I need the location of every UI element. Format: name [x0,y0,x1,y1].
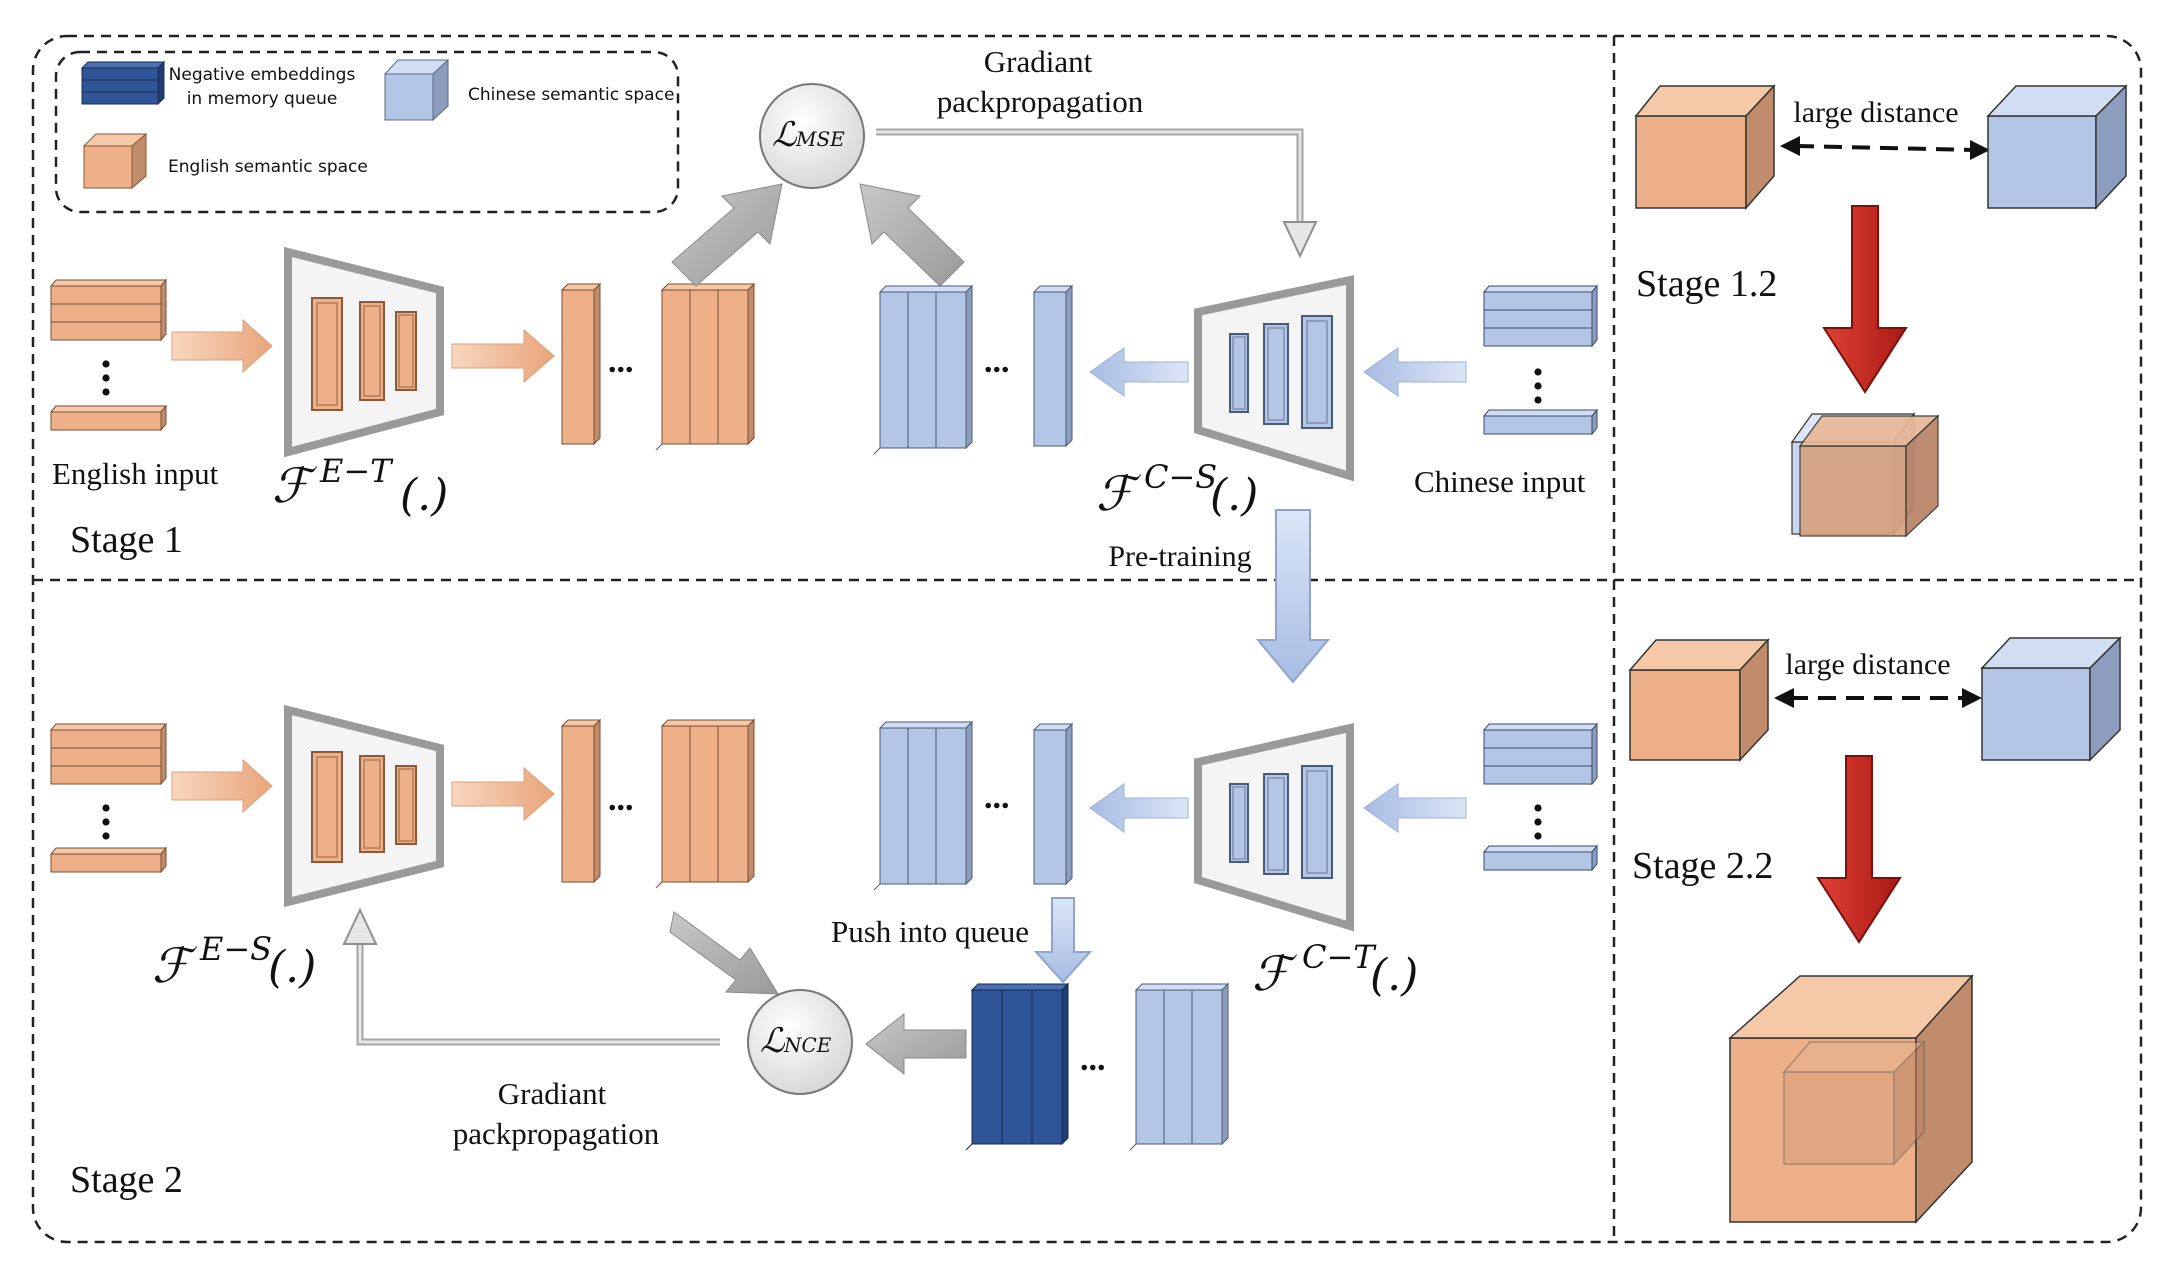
svg-text:E−S: E−S [199,930,272,968]
svg-text:ℒ: ℒ [772,115,798,155]
queue-blue-stack [1129,982,1230,1151]
chinese-input-label: Chinese input [1414,464,1586,499]
ellipsis-orange-stage2: ... [608,781,634,818]
arrow-encoder-to-embedding-cs [1089,347,1189,397]
chinese-embedding-single-stage1 [1032,284,1074,448]
svg-text:(.): (.) [400,470,448,521]
english-embedding-stack-stage1 [655,282,756,451]
english-embedding-single-stage1 [560,282,602,446]
arrow-encoder-to-embedding-ct [1089,783,1189,833]
chinese-embedding-stack-stage2 [873,720,974,891]
arrow-chinese-to-encoder-stage2 [1363,783,1467,833]
stage2-label: Stage 2 [70,1159,183,1201]
ellipsis-orange-stage1: ... [608,343,634,380]
chinese-input-stack-stage1 [1482,284,1599,436]
svg-text:MSE: MSE [795,127,845,151]
stage22-inner-chinese-cube [1782,1040,1926,1166]
english-embedding-stack-stage2 [655,718,756,889]
stage12-english-cube [1634,84,1776,210]
chinese-embedding-stack-stage1 [873,284,974,455]
svg-text:(.): (.) [1210,470,1258,521]
ellipsis-queue: ... [1080,1041,1106,1078]
large-distance-label-stage2: large distance [1785,648,1950,681]
gradient-bottom-line1: Gradiant [498,1076,607,1111]
arrow-encoder-to-embedding-stage1 [451,328,555,384]
chinese-space-legend-icon [383,58,450,122]
encoder-cs [1194,275,1354,482]
f-ct-label: ℱ C−T (.) [1252,938,1418,1002]
english-embedding-single-stage2 [560,718,602,884]
svg-text:ℱ: ℱ [272,458,318,514]
gradient-bottom-line2: packpropagation [453,1116,660,1151]
legend-chinese-label: Chinese semantic space [468,85,674,105]
stage22-chinese-cube [1980,636,2122,762]
arrow-english-to-mse [671,183,783,287]
ellipsis-blue-stage2: ... [984,779,1010,816]
encoder-es [284,704,444,908]
gradient-arrow-bottom [356,940,720,1046]
gradient-arrow-top [876,128,1304,226]
svg-text:ℱ: ℱ [1252,946,1298,1002]
f-es-label: ℱ E−S (.) [152,930,316,994]
stage12-red-arrow [1822,205,1908,394]
svg-text:C−S: C−S [1144,458,1217,496]
svg-text:(.): (.) [268,942,316,993]
negative-queue-stack [965,982,1070,1151]
arrow-english-to-encoder-stage2 [171,758,273,814]
gradient-arrow-bottom-head [342,907,378,945]
mse-loss-node: ℒ MSE [759,83,865,189]
svg-text:E−T: E−T [319,452,394,490]
outer-frame [31,34,2143,1244]
f-cs-label: ℱ C−S (.) [1096,458,1258,522]
stage22-red-arrow [1816,755,1902,944]
arrow-encoder-to-embedding-stage2 [451,766,555,822]
english-input-stack-stage2 [49,722,168,874]
stage12-label: Stage 1.2 [1636,263,1777,305]
arrow-english-to-nce [669,911,779,995]
large-distance-arrow-stage2 [1774,688,1982,708]
legend-negative-line1: Negative embeddings [169,65,356,85]
english-space-legend-icon [82,132,148,190]
legend-negative-line2: in memory queue [187,89,338,109]
large-distance-arrow-stage1 [1780,136,1990,160]
arrow-queue-to-nce [865,1012,967,1076]
svg-text:C−T: C−T [1302,938,1377,976]
f-et-label: ℱ E−T (.) [272,452,448,521]
svg-text:ℒ: ℒ [760,1021,786,1061]
english-input-label: English input [52,456,219,491]
stage22-english-cube [1628,638,1770,762]
legend: Negative embeddings in memory queue Chin… [54,50,680,214]
chinese-input-stack-stage2 [1482,722,1599,872]
negative-embedding-legend-icon [80,60,166,106]
stage22-label: Stage 2.2 [1632,845,1773,887]
stage1-label: Stage 1 [70,519,183,561]
gradient-top-line2: packpropagation [937,84,1144,119]
svg-text:ℱ: ℱ [1096,466,1142,522]
pretraining-arrow [1255,509,1331,684]
ellipsis-blue-stage1: ... [984,343,1010,380]
nce-loss-node: ℒ NCE [747,989,853,1095]
svg-text:NCE: NCE [783,1033,832,1057]
arrow-chinese-to-encoder-stage1 [1363,347,1467,397]
legend-box [54,50,680,214]
legend-english-label: English semantic space [168,157,368,177]
chinese-embedding-single-stage2 [1032,722,1074,886]
gradient-top-line1: Gradiant [984,44,1093,79]
push-queue-label: Push into queue [831,914,1029,949]
english-input-stack-stage1 [49,278,168,432]
encoder-ct [1194,723,1354,932]
stage12-chinese-cube [1986,84,2128,210]
arrow-chinese-to-mse [859,183,965,287]
svg-text:ℱ: ℱ [152,938,198,994]
arrow-english-to-encoder-stage1 [171,318,273,374]
push-queue-arrow [1033,897,1093,984]
large-distance-label-stage1: large distance [1793,96,1958,129]
encoder-et [284,246,444,458]
svg-text:(.): (.) [1370,950,1418,1001]
gradient-arrow-top-head [1282,221,1318,259]
stage12-merged-cubes [1790,412,1940,538]
pretraining-label: Pre-training [1108,540,1251,573]
